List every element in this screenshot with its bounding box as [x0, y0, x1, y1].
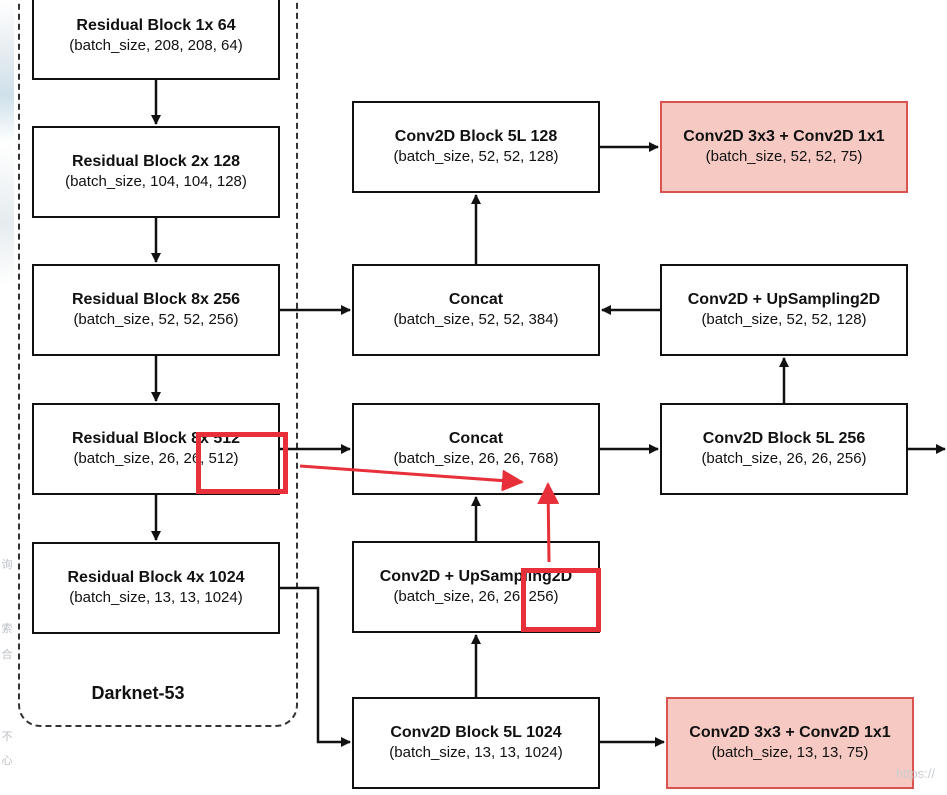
- node-shape: (batch_size, 13, 13, 1024): [69, 589, 243, 606]
- node-title: Conv2D Block 5L 128: [394, 128, 558, 145]
- node-shape: (batch_size, 104, 104, 128): [65, 173, 247, 190]
- darknet-group: [18, 0, 298, 727]
- node-shape: (batch_size, 52, 52, 256): [73, 311, 239, 328]
- residual-block-2x: Residual Block 2x 128 (batch_size, 104, …: [32, 126, 280, 218]
- highlight-box-512: [196, 432, 288, 494]
- node-title: Conv2D 3x3 + Conv2D 1x1: [683, 128, 885, 145]
- strip-char: 索: [1, 623, 13, 635]
- background-strip: [0, 0, 14, 795]
- watermark: https://: [895, 766, 935, 781]
- node-title: Conv2D Block 5L 1024: [390, 724, 562, 741]
- node-shape: (batch_size, 13, 13, 1024): [389, 744, 563, 761]
- node-shape: (batch_size, 13, 13, 75): [711, 744, 869, 761]
- strip-char: 合: [1, 649, 13, 661]
- node-title: Conv2D Block 5L 256: [702, 430, 866, 447]
- node-title: Concat: [448, 430, 504, 447]
- node-shape: (batch_size, 52, 52, 384): [393, 311, 559, 328]
- conv2d-block-5l-256: Conv2D Block 5L 256 (batch_size, 26, 26,…: [660, 403, 908, 495]
- strip-char: 心: [1, 755, 13, 767]
- node-shape: (batch_size, 26, 26, 256): [701, 450, 867, 467]
- conv2d-upsampling-52: Conv2D + UpSampling2D (batch_size, 52, 5…: [660, 264, 908, 356]
- node-shape: (batch_size, 208, 208, 64): [69, 37, 243, 54]
- highlight-box-256: [521, 568, 601, 632]
- node-shape: (batch_size, 52, 52, 75): [705, 148, 863, 165]
- node-shape: (batch_size, 52, 52, 128): [393, 148, 559, 165]
- node-title: Concat: [448, 291, 504, 308]
- residual-block-1x: Residual Block 1x 64 (batch_size, 208, 2…: [32, 0, 280, 80]
- output-head-13: Conv2D 3x3 + Conv2D 1x1 (batch_size, 13,…: [666, 697, 914, 789]
- node-title: Residual Block 4x 1024: [67, 569, 245, 586]
- strip-char: 不: [1, 731, 13, 743]
- strip-char: 询: [1, 559, 13, 571]
- node-shape: (batch_size, 26, 26, 256): [393, 588, 559, 605]
- node-shape: (batch_size, 26, 26, 768): [393, 450, 559, 467]
- darknet-title: Darknet-53: [91, 683, 185, 703]
- conv2d-block-5l-128: Conv2D Block 5L 128 (batch_size, 52, 52,…: [352, 101, 600, 193]
- node-title: Conv2D + UpSampling2D: [687, 291, 881, 308]
- conv2d-block-5l-1024: Conv2D Block 5L 1024 (batch_size, 13, 13…: [352, 697, 600, 789]
- concat-26: Concat (batch_size, 26, 26, 768): [352, 403, 600, 495]
- node-title: Conv2D 3x3 + Conv2D 1x1: [689, 724, 891, 741]
- node-shape: (batch_size, 52, 52, 128): [701, 311, 867, 328]
- concat-52: Concat (batch_size, 52, 52, 384): [352, 264, 600, 356]
- node-title: Residual Block 2x 128: [71, 153, 241, 170]
- node-title: Residual Block 1x 64: [76, 17, 236, 34]
- output-head-52: Conv2D 3x3 + Conv2D 1x1 (batch_size, 52,…: [660, 101, 908, 193]
- residual-block-4x-1024: Residual Block 4x 1024 (batch_size, 13, …: [32, 542, 280, 634]
- residual-block-8x-512: Residual Block 8x 512 (batch_size, 26, 2…: [32, 403, 280, 495]
- residual-block-8x-256: Residual Block 8x 256 (batch_size, 52, 5…: [32, 264, 280, 356]
- node-title: Residual Block 8x 256: [71, 291, 241, 308]
